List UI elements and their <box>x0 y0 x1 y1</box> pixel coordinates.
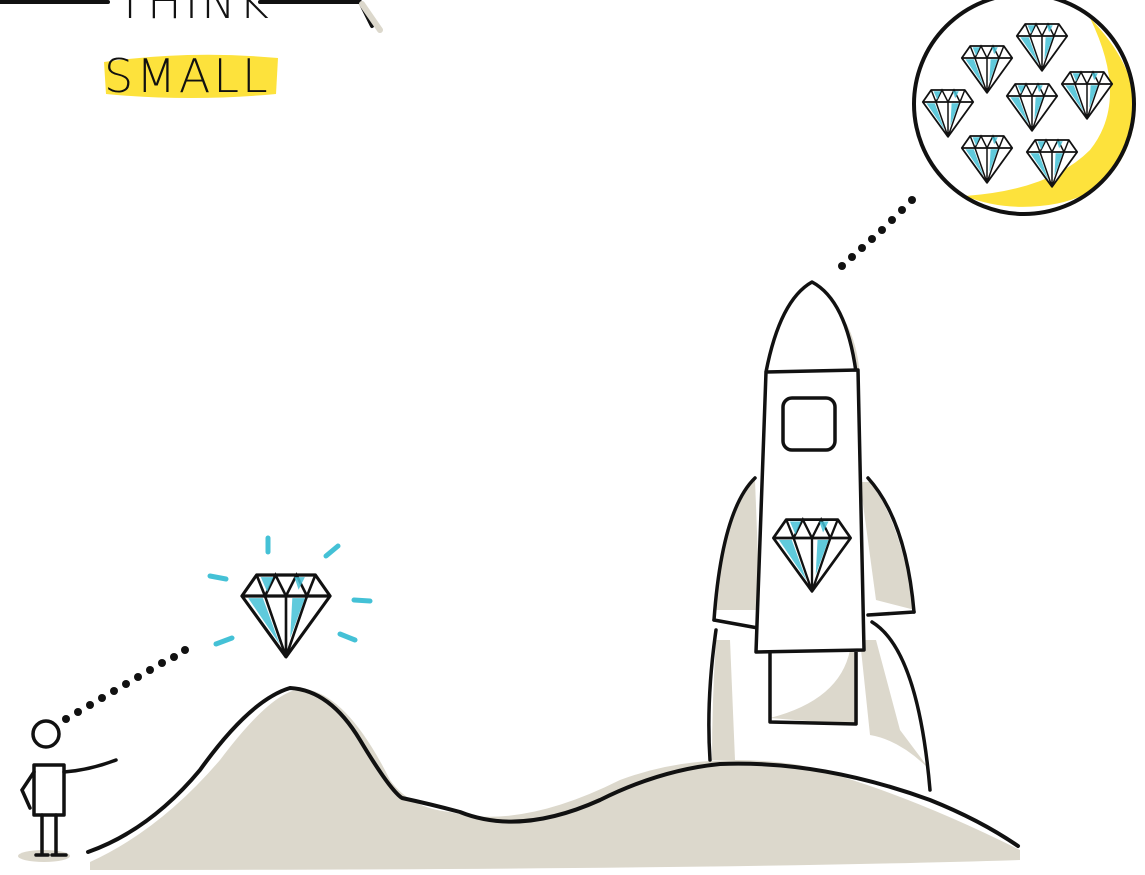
diamond-icon <box>210 538 370 657</box>
title-banner: THINK SMALL <box>0 0 380 103</box>
title-word-think: THINK <box>116 0 272 29</box>
dotted-line-rocket-to-bubble <box>838 196 916 270</box>
dotted-line-person-to-diamond <box>62 646 189 723</box>
stick-figure-icon <box>18 721 116 862</box>
thought-bubble-icon <box>914 0 1135 214</box>
rocket-icon <box>709 282 930 790</box>
title-word-small: SMALL <box>104 49 271 103</box>
